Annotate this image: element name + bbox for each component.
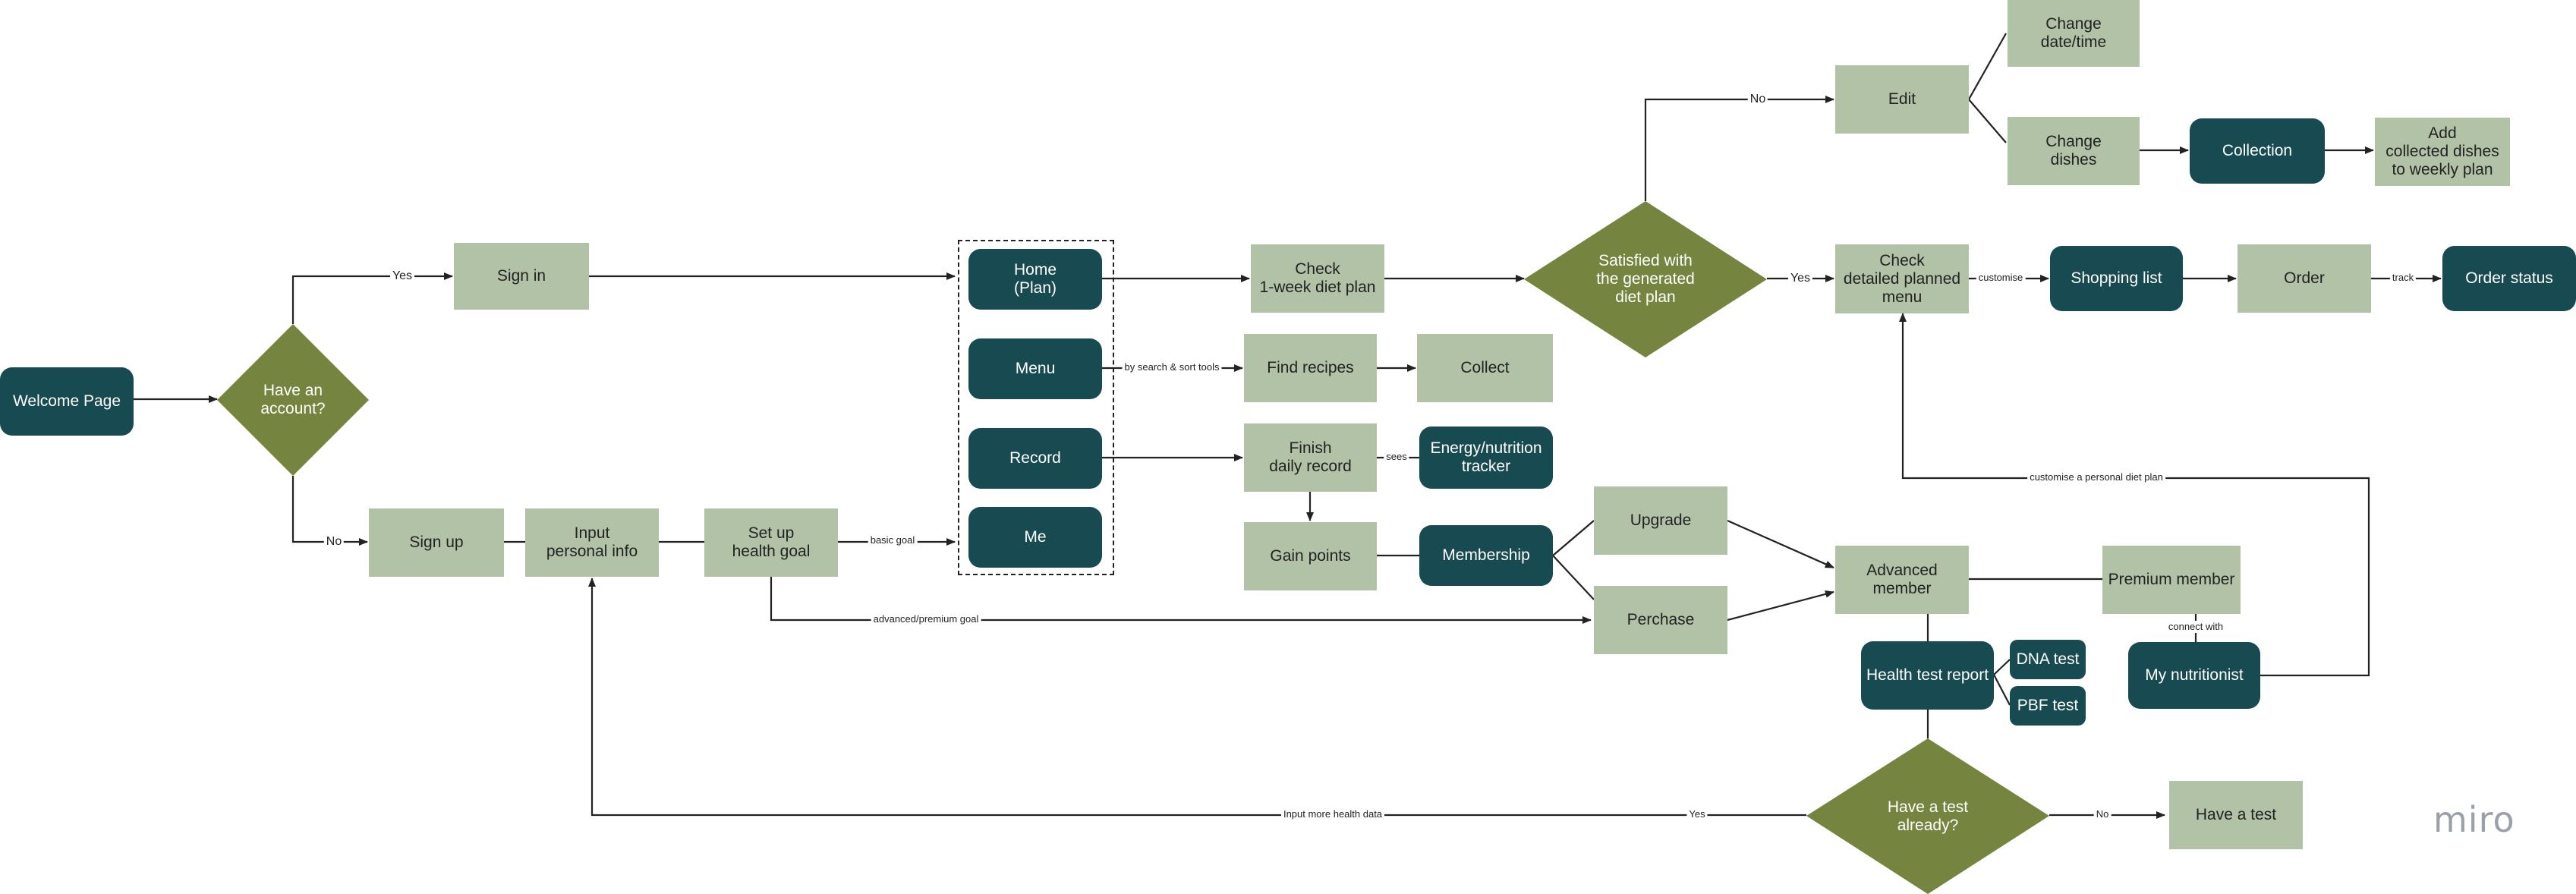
edge-label-advanced-goal: advanced/premium goal: [871, 613, 981, 625]
edge-label-track: track: [2389, 272, 2417, 284]
collection-box[interactable]: Collection: [2190, 118, 2325, 184]
pbf-test-box[interactable]: PBF test: [2010, 686, 2086, 726]
edge-label-connect-with: connect with: [2165, 621, 2226, 633]
edge-membership-upgrade: [1552, 520, 1595, 556]
order-status-box[interactable]: Order status: [2442, 246, 2576, 311]
my-nutritionist-box[interactable]: My nutritionist: [2128, 642, 2260, 709]
edge-account-signin: [291, 272, 453, 324]
health-goal-box[interactable]: Set up health goal: [704, 508, 838, 577]
check-detailed-menu-box[interactable]: Check detailed planned menu: [1835, 244, 1969, 313]
change-date-box[interactable]: Change date/time: [2008, 0, 2140, 67]
advanced-member-box[interactable]: Advanced member: [1835, 546, 1969, 614]
finish-daily-record-box[interactable]: Finish daily record: [1244, 423, 1377, 492]
edge-label-yes-signin: Yes: [389, 270, 415, 282]
edge-label-search-sort: by search & sort tools: [1122, 361, 1222, 373]
edge-label-input-more: Input more health data: [1280, 808, 1385, 820]
edge-label-yes-detailed: Yes: [1787, 272, 1813, 285]
upgrade-box[interactable]: Upgrade: [1594, 486, 1727, 555]
edge-edit-date: [1968, 33, 2007, 100]
home-plan-button[interactable]: Home (Plan): [968, 249, 1102, 310]
edge-label-customise: customise: [1976, 272, 2026, 284]
edge-purchase-advanced: [1727, 590, 1834, 622]
satisfied-decision[interactable]: Satisfied with the generated diet plan: [1524, 201, 1767, 357]
satisfied-label: Satisfied with the generated diet plan: [1596, 252, 1695, 306]
edge-label-no-test: No: [2093, 808, 2112, 820]
premium-member-box[interactable]: Premium member: [2102, 546, 2241, 614]
menu-button[interactable]: Menu: [968, 338, 1102, 399]
membership-box[interactable]: Membership: [1419, 525, 1553, 586]
edge-account-signup: [291, 476, 368, 546]
energy-tracker-box[interactable]: Energy/nutrition tracker: [1419, 427, 1553, 489]
sign-up-box[interactable]: Sign up: [369, 508, 504, 577]
test-already-decision[interactable]: Have a test already?: [1806, 738, 2049, 894]
edge-nutritionist-detailed: [1899, 313, 2370, 677]
main-navigation-group: [958, 240, 1114, 575]
edge-edit-dishes: [1968, 99, 2007, 143]
have-a-test-box[interactable]: Have a test: [2169, 781, 2303, 849]
test-already-label: Have a test already?: [1887, 798, 1969, 834]
edge-label-no-signup: No: [323, 536, 345, 548]
me-button[interactable]: Me: [968, 507, 1102, 568]
edge-satisfied-edit: [1644, 96, 1834, 201]
change-dishes-box[interactable]: Change dishes: [2008, 117, 2140, 185]
edge-label-sees: sees: [1384, 451, 1409, 463]
have-account-diamond-shape: [217, 324, 369, 476]
edge-goal-purchase: [770, 577, 1592, 624]
test-already-diamond-shape: [1806, 738, 2049, 894]
miro-logo: miro: [2433, 799, 2515, 840]
edge-upgrade-advanced: [1727, 519, 1834, 569]
edge-label-yes-input: Yes: [1686, 808, 1708, 820]
add-collected-box[interactable]: Add collected dishes to weekly plan: [2375, 118, 2510, 186]
collect-box[interactable]: Collect: [1417, 334, 1553, 402]
find-recipes-box[interactable]: Find recipes: [1244, 334, 1377, 402]
edge-label-customise-personal: customise a personal diet plan: [2027, 471, 2165, 483]
welcome-page-box[interactable]: Welcome Page: [0, 367, 134, 436]
edge-report-pbf: [1993, 674, 2011, 706]
purchase-box[interactable]: Perchase: [1594, 586, 1727, 654]
record-button[interactable]: Record: [968, 428, 1102, 489]
have-account-decision[interactable]: Have an account?: [217, 324, 369, 476]
have-account-label: Have an account?: [260, 382, 326, 417]
input-personal-info-box[interactable]: Input personal info: [525, 508, 659, 577]
sign-in-box[interactable]: Sign in: [454, 243, 589, 310]
edge-label-no-edit: No: [1747, 93, 1768, 105]
dna-test-box[interactable]: DNA test: [2010, 640, 2086, 679]
shopping-list-box[interactable]: Shopping list: [2050, 246, 2183, 311]
order-box[interactable]: Order: [2237, 244, 2371, 313]
edit-box[interactable]: Edit: [1835, 65, 1969, 134]
edge-report-dna: [1993, 659, 2011, 675]
check-week-plan-box[interactable]: Check 1-week diet plan: [1251, 244, 1384, 313]
edge-membership-purchase: [1552, 555, 1595, 600]
edge-test-input: [588, 578, 1806, 817]
health-test-report-box[interactable]: Health test report: [1861, 641, 1994, 710]
satisfied-diamond-shape: [1524, 201, 1767, 357]
edge-label-basic-goal: basic goal: [868, 534, 918, 546]
gain-points-box[interactable]: Gain points: [1244, 522, 1377, 590]
